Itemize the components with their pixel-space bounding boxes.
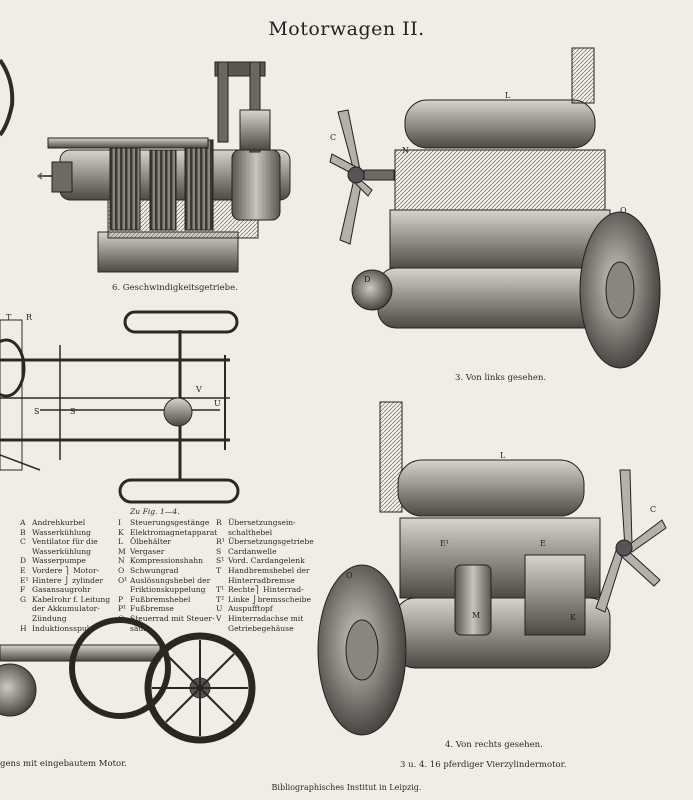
fig6-caption: 6. Geschwindigkeitsgetriebe. xyxy=(112,283,238,293)
car-side-view-wheels xyxy=(0,617,256,744)
legend-entry: Friktionskuppelung xyxy=(130,585,206,595)
svg-text:V: V xyxy=(195,385,202,394)
svg-text:E: E xyxy=(540,539,546,548)
publisher-note: Bibliographisches Institut in Leipzig. xyxy=(271,783,422,792)
svg-text:D: D xyxy=(364,275,370,284)
legend-entry: schalthebel xyxy=(228,527,273,537)
legend-entry: säule xyxy=(130,623,151,633)
svg-text:K: K xyxy=(570,613,577,622)
fig3-caption: 3. Von links gesehen. xyxy=(455,373,547,383)
svg-text:L: L xyxy=(500,451,506,460)
fig4-caption: 4. Von rechts gesehen. xyxy=(445,740,543,750)
svg-text:N: N xyxy=(402,146,409,155)
svg-text:U: U xyxy=(214,399,221,408)
svg-text:O: O xyxy=(620,206,627,215)
svg-text:C: C xyxy=(330,133,336,142)
legend-entry: Getriebegehäuse xyxy=(228,623,294,633)
svg-text:L: L xyxy=(505,91,511,100)
svg-text:R: R xyxy=(26,313,33,322)
legend-entry: Zündung xyxy=(32,613,67,623)
svg-text:S: S xyxy=(34,407,39,416)
svg-text:O: O xyxy=(346,571,353,580)
partial-figure-caption: gens mit eingebautem Motor. xyxy=(0,759,127,769)
engine-left-view: L C N D O xyxy=(329,47,661,369)
gearbox-figure xyxy=(37,61,291,273)
svg-text:T: T xyxy=(6,313,12,322)
legend-entry: der Akkumulator- xyxy=(32,604,100,614)
fig34-caption: 3 u. 4. 16 pferdiger Vierzylindermotor. xyxy=(400,760,567,770)
engine-right-view: L C O E¹ E M K xyxy=(317,401,667,736)
svg-text:C: C xyxy=(650,505,656,514)
page-title: Motorwagen II. xyxy=(268,18,425,40)
chassis-labels: T R S S V U xyxy=(6,313,221,416)
partial-wheel-top-left xyxy=(0,58,15,137)
svg-text:M: M xyxy=(472,611,480,620)
svg-text:E¹: E¹ xyxy=(440,539,449,548)
legend-entry: Wasserkühlung xyxy=(32,546,92,556)
legend-entry: Hinterradbremse xyxy=(228,575,295,585)
svg-text:S: S xyxy=(70,407,75,416)
chassis-top-view xyxy=(0,310,240,504)
legend-heading: Zu Fig. 1—4. xyxy=(130,507,180,516)
